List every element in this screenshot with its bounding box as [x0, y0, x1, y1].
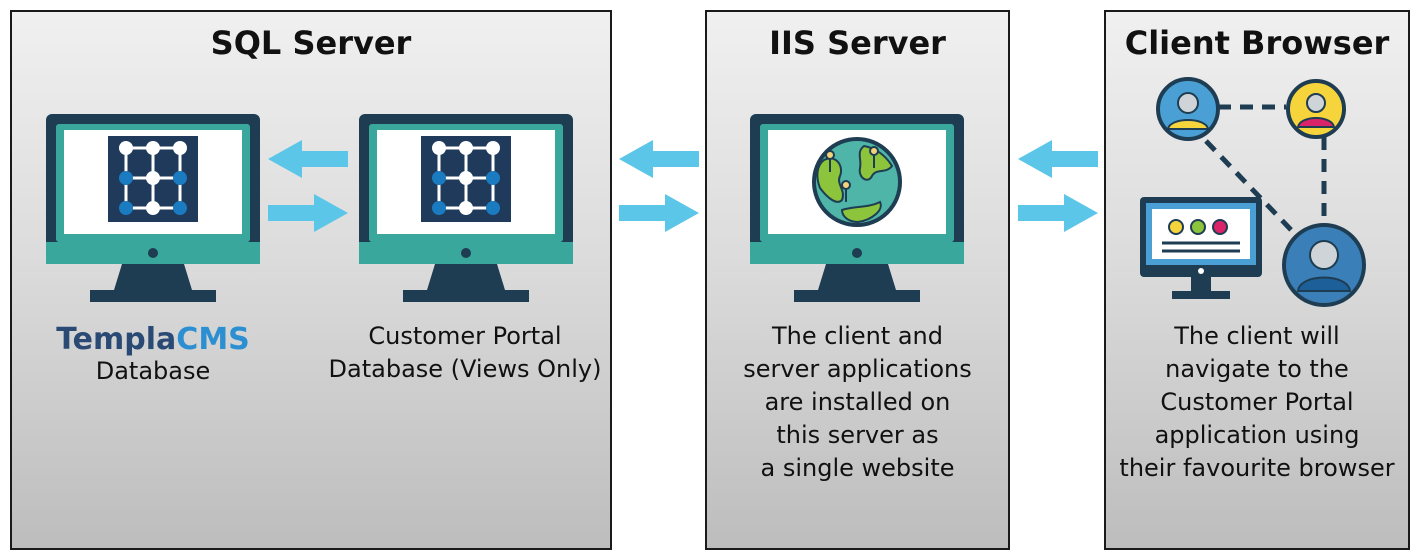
user-network-icon	[1140, 77, 1366, 307]
client-browser-caption: The client will navigate to the Customer…	[1119, 322, 1395, 482]
user-avatar-icon	[1156, 77, 1220, 141]
user-avatar-icon	[1286, 79, 1346, 139]
customer-portal-caption-line1: Customer Portal	[368, 322, 562, 350]
sql-server-title: SQL Server	[210, 24, 412, 62]
templacms-database-monitor-icon	[46, 114, 260, 302]
browser-monitor-icon	[1140, 197, 1262, 299]
brand-part-templa: Templa	[56, 322, 177, 357]
client-browser-panel: Client Browser	[1104, 10, 1410, 550]
customer-portal-caption-line2: Database (Views Only)	[328, 355, 602, 383]
database-grid-icon	[108, 136, 198, 222]
arrow-right-icon	[619, 194, 699, 232]
iis-server-caption: The client and server applications are i…	[743, 322, 972, 482]
templacms-database-caption: Database	[95, 357, 211, 385]
database-grid-icon	[421, 136, 511, 222]
iis-server-title: IIS Server	[769, 24, 946, 62]
iis-web-monitor-icon	[750, 114, 964, 302]
brand-part-cms: CMS	[176, 322, 250, 357]
sql-server-panel: SQL Server	[10, 10, 612, 550]
templacms-logo: TemplaCMS	[40, 322, 266, 357]
user-avatar-icon	[1282, 223, 1366, 307]
arrow-left-icon	[1018, 140, 1098, 178]
arrow-left-icon	[268, 140, 348, 178]
globe-icon	[812, 137, 902, 227]
arrow-left-icon	[619, 140, 699, 178]
arrow-right-icon	[1018, 194, 1098, 232]
customer-portal-database-monitor-icon	[359, 114, 573, 302]
arrow-right-icon	[268, 194, 348, 232]
client-browser-title: Client Browser	[1124, 24, 1390, 62]
